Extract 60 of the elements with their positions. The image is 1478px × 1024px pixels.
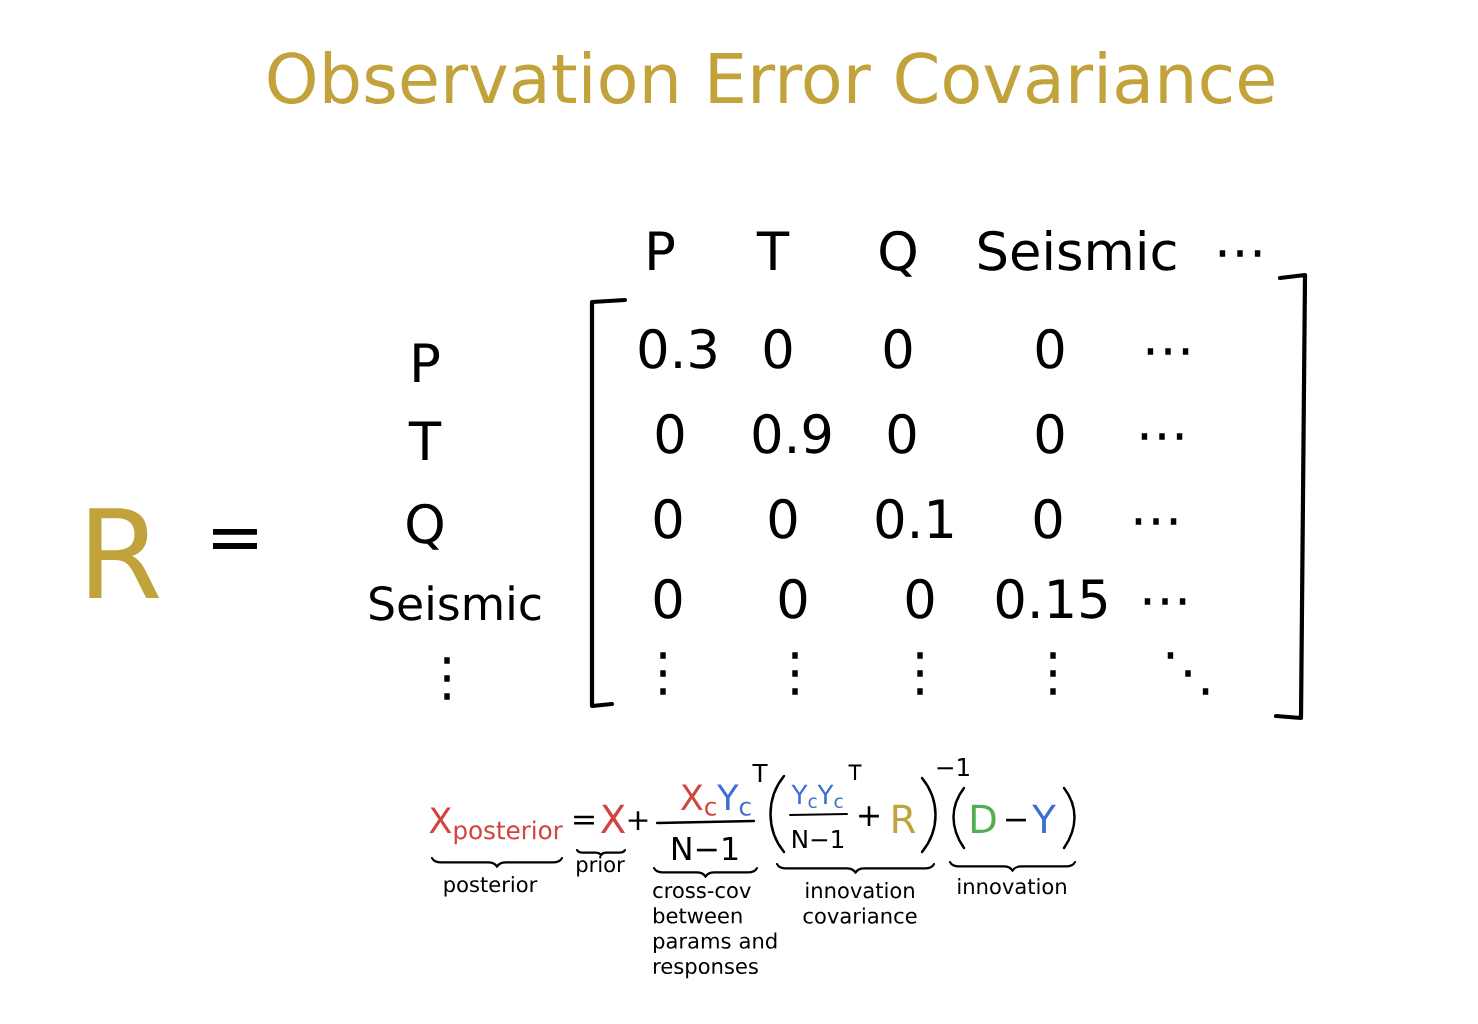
column-header: Seismic [979, 229, 1176, 271]
matrix-entry: 0 [884, 328, 912, 369]
ellipsis: ⋮ [1050, 652, 1056, 695]
formula-term: R [893, 804, 916, 833]
exponent: −1 [937, 758, 969, 776]
ellipsis: ⋯ [1135, 518, 1177, 525]
row-header: Q [407, 503, 443, 550]
formula-term: Y$_{c}$ [791, 784, 817, 809]
equals-sign: = [213, 529, 257, 549]
operator: − [1006, 818, 1026, 822]
matrix-entry: 0 [906, 578, 934, 619]
matrix-entry: 0 [1036, 328, 1064, 369]
ellipsis: ⋯ [1141, 433, 1183, 440]
formula-term: X [600, 804, 626, 833]
matrix-entry: 0 [779, 578, 807, 619]
matrix-entry: 0.3 [639, 328, 716, 369]
matrix-entry: 0.1 [876, 498, 953, 539]
ellipsis: ⋯ [1147, 348, 1189, 355]
denominator: N−1 [793, 830, 844, 848]
brace-label: prior [577, 856, 625, 877]
ellipsis: ⋯ [1144, 598, 1186, 605]
brace-label: posterior [444, 876, 538, 897]
row-header: P [414, 343, 440, 382]
formula-term: D [971, 804, 996, 833]
ellipsis: ⋮ [660, 652, 666, 695]
matrix-entry: 0 [1034, 498, 1062, 539]
ellipsis: ⋮ [444, 657, 450, 700]
column-header: P [649, 231, 675, 270]
ellipsis: ⋮ [917, 652, 923, 695]
exponent: T [848, 764, 862, 780]
matrix-entry: 0 [654, 498, 682, 539]
ellipsis: ⋱ [1167, 652, 1209, 695]
matrix-entry: 0 [1036, 413, 1064, 454]
formula-term: Y$_{c}$ [717, 784, 751, 816]
matrix-entry: 0 [888, 413, 916, 454]
operator: + [859, 806, 879, 826]
column-header: Q [880, 230, 916, 277]
formula-term: Y$_{c}$ [817, 784, 843, 809]
title: Observation Error Covariance [268, 50, 1274, 104]
variable-symbol: R [89, 508, 160, 598]
matrix-entry: 0 [769, 498, 797, 539]
brace-label: cross-cov between params and responses [653, 886, 777, 979]
operator: + [628, 811, 648, 830]
matrix-entry: 0 [764, 328, 792, 369]
ellipsis: ⋯ [1219, 250, 1261, 257]
denominator: N−1 [673, 836, 738, 860]
brace-label: innovation [958, 878, 1066, 895]
exponent: T [752, 764, 768, 782]
matrix-entry: 0.15 [996, 578, 1107, 619]
row-header: T [408, 421, 442, 460]
ellipsis: ⋮ [792, 652, 798, 695]
operator: = [574, 815, 594, 825]
matrix-entry: 0 [656, 413, 684, 454]
formula-term: X$_{c}$ [680, 784, 716, 816]
matrix-entry: 0.9 [753, 413, 831, 454]
matrix-entry: 0 [654, 578, 682, 619]
brace-label: innovation covariance [803, 882, 917, 924]
column-header: T [756, 231, 790, 270]
row-header: Seismic [370, 585, 541, 621]
formula-term: Y [1032, 804, 1056, 833]
